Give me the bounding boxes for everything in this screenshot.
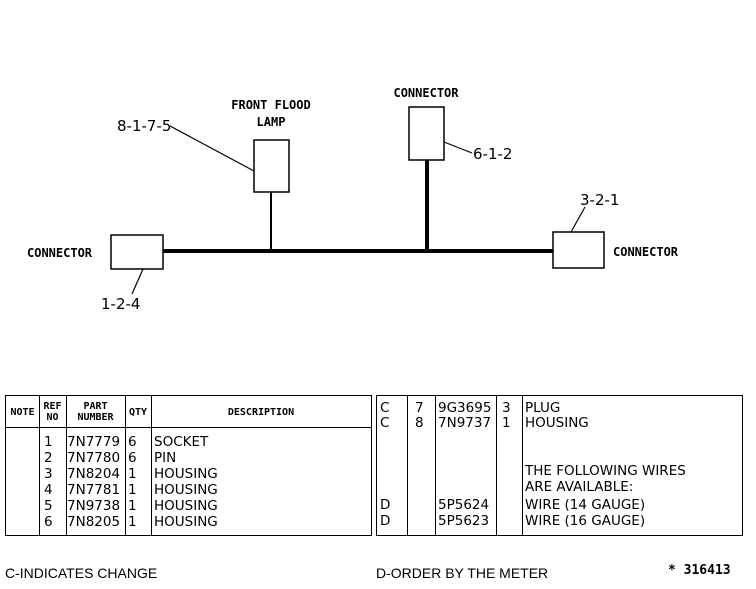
table-row-desc: PIN [154, 450, 177, 466]
table-row-qty: 1 [502, 415, 511, 431]
left-connector-leader-line [131, 268, 144, 295]
col-divider [522, 396, 523, 535]
table-row-note: C [380, 415, 390, 431]
right-connector-ref: 3-2-1 [580, 191, 619, 209]
col-divider [66, 396, 67, 535]
right-connector-leader-line [570, 206, 586, 233]
table-row-qty: 3 [502, 400, 511, 416]
header-qty: QTY [128, 407, 148, 418]
header-divider [6, 427, 371, 428]
table-row-ref: 6 [44, 514, 53, 530]
table-row-part: 7N8204 [67, 466, 121, 482]
col-divider [125, 396, 126, 535]
header-ref-no-line2: NO [46, 412, 59, 423]
table-row-note: D [380, 497, 391, 513]
table-row-part: 9G3695 [438, 400, 492, 416]
table-row-ref: 5 [44, 498, 53, 514]
table-row-part: 7N9737 [438, 415, 492, 431]
table-row-part: 5P5624 [438, 497, 490, 513]
table-row-qty: 1 [128, 498, 137, 514]
table-row-ref: 3 [44, 466, 53, 482]
front-flood-lamp-box [253, 139, 290, 193]
table-row-part: 7N7781 [67, 482, 121, 498]
table-row-qty: 6 [128, 434, 137, 450]
parts-table-left: NOTE REF NO PART NUMBER QTY DESCRIPTION … [5, 395, 372, 536]
table-row-qty: 1 [128, 514, 137, 530]
table-row-qty: 1 [128, 482, 137, 498]
front-flood-lamp-ref: 8-1-7-5 [117, 117, 171, 135]
lamp-leader-line [169, 125, 255, 172]
header-part-number-line2: NUMBER [77, 412, 114, 423]
table-row-part: 7N8205 [67, 514, 121, 530]
left-connector-ref: 1-2-4 [101, 295, 140, 313]
left-connector-label: CONNECTOR [27, 246, 93, 260]
order-by-meter-note: D-ORDER BY THE METER [376, 565, 549, 581]
table-row-desc: HOUSING [154, 482, 218, 498]
table-row-note: D [380, 513, 391, 529]
header-part-number-line1: PART [83, 401, 108, 412]
wiring-diagram: FRONT FLOOD LAMP 8-1-7-5 CONNECTOR 6-1-2… [27, 86, 679, 313]
table-row-qty: 1 [128, 466, 137, 482]
right-connector-box [552, 231, 605, 269]
top-connector-leader-line [443, 141, 473, 154]
top-connector-box [408, 106, 445, 161]
top-connector-label: CONNECTOR [393, 86, 459, 100]
parts-table-right: C 7 9G3695 3 PLUG C 8 7N9737 1 HOUSING T… [376, 395, 743, 536]
table-row-ref: 4 [44, 482, 53, 498]
right-connector-label: CONNECTOR [613, 245, 679, 259]
change-indicator-note: C-INDICATES CHANGE [5, 565, 158, 581]
table-row-desc: HOUSING [154, 498, 218, 514]
col-divider [151, 396, 152, 535]
table-row-desc: SOCKET [154, 434, 209, 450]
table-row-part: 7N7780 [67, 450, 121, 466]
col-divider [496, 396, 497, 535]
table-row-ref: 7 [415, 400, 424, 416]
table-row-desc: WIRE (14 GAUGE) [525, 497, 646, 513]
drawing-number: * 316413 [668, 563, 731, 578]
front-flood-lamp-label-line2: LAMP [257, 115, 286, 129]
top-connector-ref: 6-1-2 [473, 145, 512, 163]
col-divider [407, 396, 408, 535]
table-row-desc: HOUSING [525, 415, 589, 431]
table-row-desc: WIRE (16 GAUGE) [525, 513, 646, 529]
table-row-part: 7N7779 [67, 434, 121, 450]
header-ref-no-line1: REF [43, 401, 62, 412]
table-row-desc: PLUG [525, 400, 561, 416]
wires-note-line1: THE FOLLOWING WIRES [525, 463, 686, 479]
table-row-part: 7N9738 [67, 498, 121, 514]
table-row-qty: 6 [128, 450, 137, 466]
col-divider [39, 396, 40, 535]
front-flood-lamp-label-line1: FRONT FLOOD [231, 98, 310, 112]
left-connector-box [110, 234, 164, 270]
col-divider [435, 396, 436, 535]
wires-note-line2: ARE AVAILABLE: [525, 479, 634, 495]
table-row-ref: 8 [415, 415, 424, 431]
table-row-ref: 2 [44, 450, 53, 466]
table-row-desc: HOUSING [154, 514, 218, 530]
table-row-note: C [380, 400, 390, 416]
header-description: DESCRIPTION [227, 407, 295, 418]
table-row-ref: 1 [44, 434, 53, 450]
table-row-desc: HOUSING [154, 466, 218, 482]
header-note: NOTE [10, 407, 35, 418]
table-row-part: 5P5623 [438, 513, 490, 529]
